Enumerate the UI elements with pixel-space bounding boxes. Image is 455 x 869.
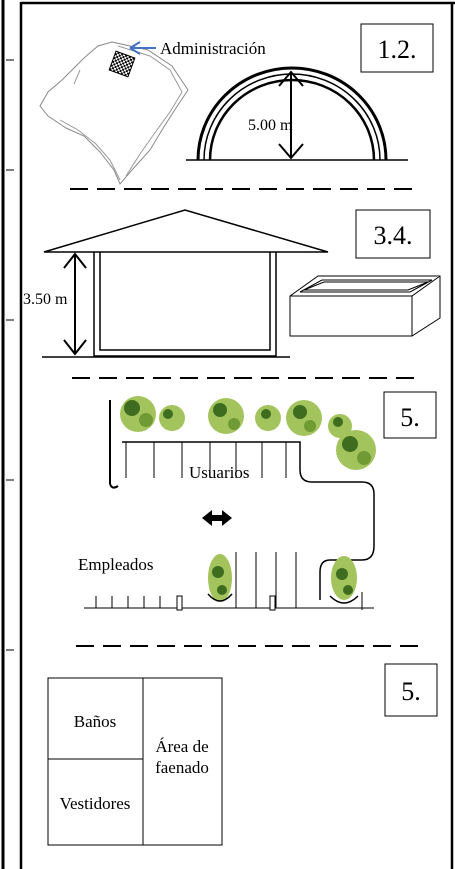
arrow-head-icon <box>129 41 141 55</box>
admin-label: Administración <box>160 39 266 58</box>
tree-icon <box>286 400 322 436</box>
parking-lot-outline <box>109 400 119 489</box>
panel-4-tag-box <box>384 663 438 717</box>
parking-lot-border <box>122 441 375 600</box>
panel-4: 5. Baños Área de faenado Vestidores <box>47 663 438 846</box>
room-banos-label: Baños <box>74 712 117 731</box>
tree-icon <box>208 398 244 434</box>
tree-icon <box>159 405 185 431</box>
panel-3-tag: 5. <box>400 403 420 432</box>
left-margin-ticks <box>6 59 14 651</box>
tree-icon <box>329 556 359 604</box>
panel-3-tag-box <box>383 391 437 439</box>
tree-icon <box>328 414 352 438</box>
panel-2: 3.4. 3.50 m <box>23 209 441 358</box>
users-label: Usuarios <box>189 463 249 482</box>
double-arrow-icon <box>202 510 232 526</box>
arch-outer <box>196 66 388 161</box>
trough-drawing <box>289 275 441 337</box>
room-faenado-label-line1: Área de <box>155 737 208 756</box>
panel-4-tag: 5. <box>401 677 421 706</box>
administration-building <box>108 50 136 78</box>
tree-icon <box>207 554 233 602</box>
house-outer-wall <box>93 252 277 357</box>
house-roof <box>43 209 329 253</box>
top-parking-stalls <box>125 442 287 478</box>
panel-1-tag-box <box>360 23 434 73</box>
bollard <box>176 595 183 611</box>
room-faenado-label-line2: faenado <box>155 758 209 777</box>
house-inner-wall <box>99 252 271 351</box>
room-vestidores-label: Vestidores <box>60 794 131 813</box>
tree-icon <box>120 396 156 432</box>
wall-height-label: 3.50 m <box>23 291 68 308</box>
wall-height-arrow-top-icon <box>63 252 87 269</box>
site-outline <box>39 41 189 185</box>
panel-2-tag-box <box>355 209 431 259</box>
floor-plan-outline <box>47 677 223 846</box>
tree-icon <box>255 405 281 431</box>
height-arrow-bottom-icon <box>278 143 304 160</box>
panel-2-tag: 3.4. <box>374 221 413 250</box>
height-arrow-top-icon <box>278 70 304 87</box>
panel-3: 5. <box>78 391 437 611</box>
arch-height-label: 5.00 m <box>248 117 293 134</box>
bottom-parking-stalls <box>84 552 374 610</box>
employees-label: Empleados <box>78 555 154 574</box>
panel-1-tag: 1.2. <box>378 35 417 64</box>
bollard <box>269 595 276 611</box>
panel-1: Administración 1.2. 5.00 m <box>39 23 434 185</box>
wall-height-arrow-bottom-icon <box>63 339 87 356</box>
tree-icon <box>336 430 376 470</box>
